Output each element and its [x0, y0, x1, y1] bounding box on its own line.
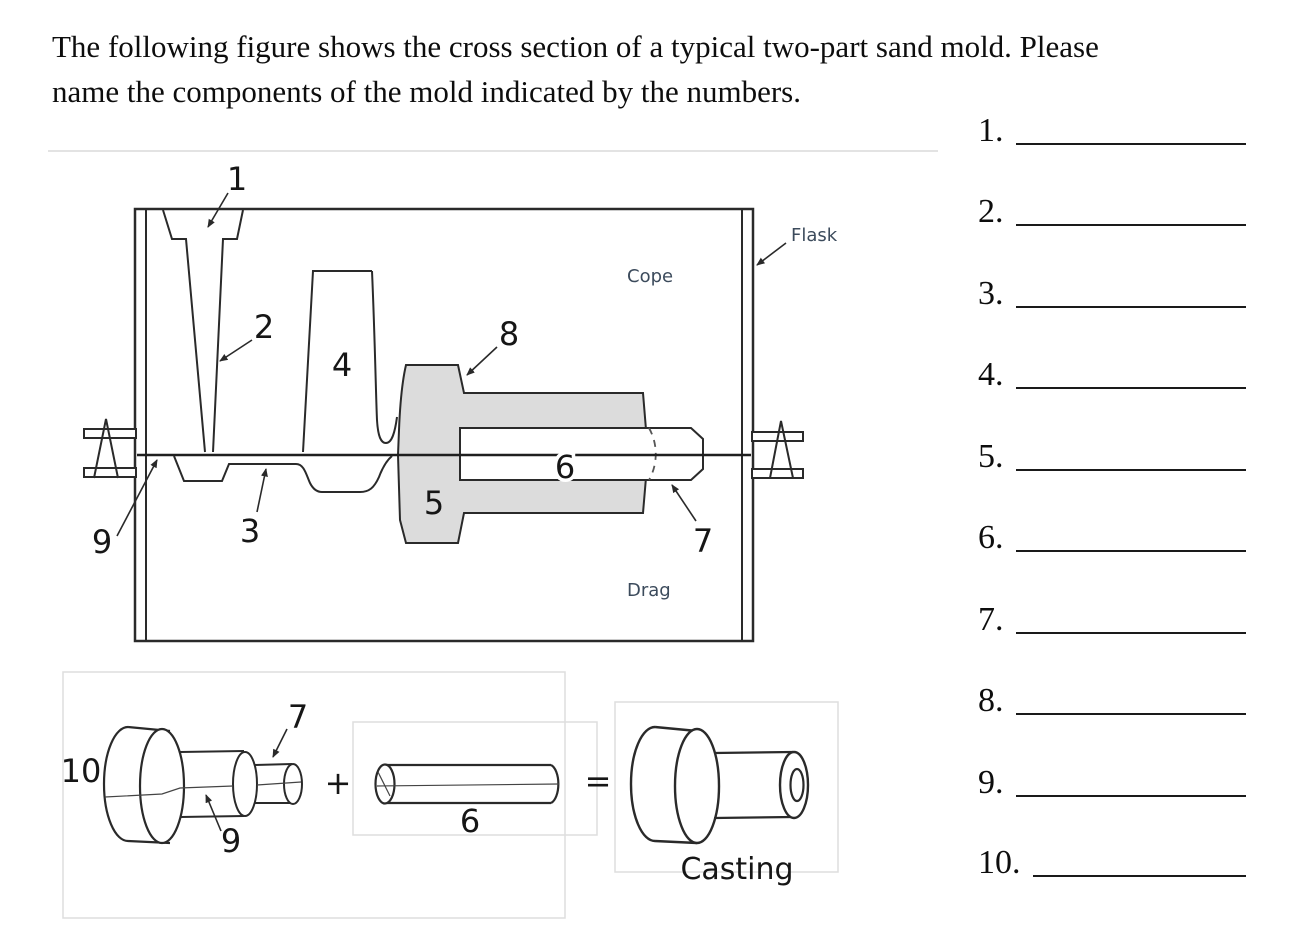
plus-sign: +	[325, 764, 352, 802]
callout-4: 4	[332, 346, 352, 384]
riser	[302, 270, 398, 453]
answer-row-5: 5.	[978, 432, 1246, 474]
callout-5: 5	[424, 484, 444, 522]
answer-number: 3.	[978, 275, 1004, 312]
flask-outline	[133, 207, 755, 643]
callout-6: 6	[555, 448, 575, 486]
answer-number: 1.	[978, 112, 1004, 149]
equals-sign: =	[585, 762, 612, 800]
answer-number: 2.	[978, 193, 1004, 230]
cope-label: Cope	[627, 266, 673, 287]
answer-row-2: 2.	[978, 187, 1246, 229]
answer-row-3: 3.	[978, 269, 1246, 311]
callout-9: 9	[92, 523, 112, 561]
answer-blank	[1015, 795, 1246, 797]
flask-label: Flask	[791, 225, 838, 246]
answer-blank	[1015, 306, 1246, 308]
answer-blank	[1015, 387, 1246, 389]
callout-arrows	[116, 192, 787, 537]
answer-blank	[1015, 469, 1246, 471]
answer-number: 6.	[978, 519, 1004, 556]
answer-number: 10.	[978, 844, 1021, 881]
pattern-label-7: 7	[288, 698, 308, 736]
runner-profile	[173, 455, 393, 493]
answer-number: 9.	[978, 764, 1004, 801]
answer-row-4: 4.	[978, 350, 1246, 392]
core-group-box	[352, 721, 598, 836]
answer-row-7: 7.	[978, 595, 1246, 637]
callout-7: 7	[693, 522, 713, 560]
question-line-2: name the components of the mold indicate…	[52, 74, 801, 109]
pattern-group-box	[62, 671, 566, 919]
core-label-6: 6	[460, 802, 480, 840]
answer-row-10: 10.	[978, 838, 1246, 880]
drag-label: Drag	[627, 580, 671, 601]
question-line-1: The following figure shows the cross sec…	[52, 29, 1099, 64]
answer-row-6: 6.	[978, 513, 1246, 555]
answer-row-8: 8.	[978, 676, 1246, 718]
answer-blank	[1015, 224, 1246, 226]
answer-blank	[1015, 632, 1246, 634]
callout-1: 1	[227, 160, 247, 198]
core-3d	[374, 763, 560, 805]
answer-row-9: 9.	[978, 758, 1246, 800]
answer-blank	[1015, 713, 1246, 715]
pattern-3d	[102, 725, 303, 845]
casting-group-box	[614, 701, 839, 873]
callout-8: 8	[499, 315, 519, 353]
answer-row-1: 1.	[978, 106, 1246, 148]
casting-3d	[629, 725, 810, 845]
callout-3: 3	[240, 512, 260, 550]
answer-blank	[1032, 875, 1246, 877]
callout-2: 2	[254, 308, 274, 346]
pattern-label-10: 10	[61, 752, 102, 790]
answer-number: 7.	[978, 601, 1004, 638]
question-text: The following figure shows the cross sec…	[52, 24, 1252, 114]
pattern-arrows	[205, 728, 288, 832]
pouring-cup-and-sprue	[162, 209, 244, 453]
casting-caption: Casting	[680, 852, 793, 887]
pattern-label-9: 9	[221, 822, 241, 860]
answer-number: 5.	[978, 438, 1004, 475]
answer-blank	[1015, 550, 1246, 552]
answer-number: 8.	[978, 682, 1004, 719]
clamp-right	[751, 420, 804, 479]
clamp-left	[83, 418, 137, 479]
answer-blank	[1015, 143, 1246, 145]
answer-number: 4.	[978, 356, 1004, 393]
